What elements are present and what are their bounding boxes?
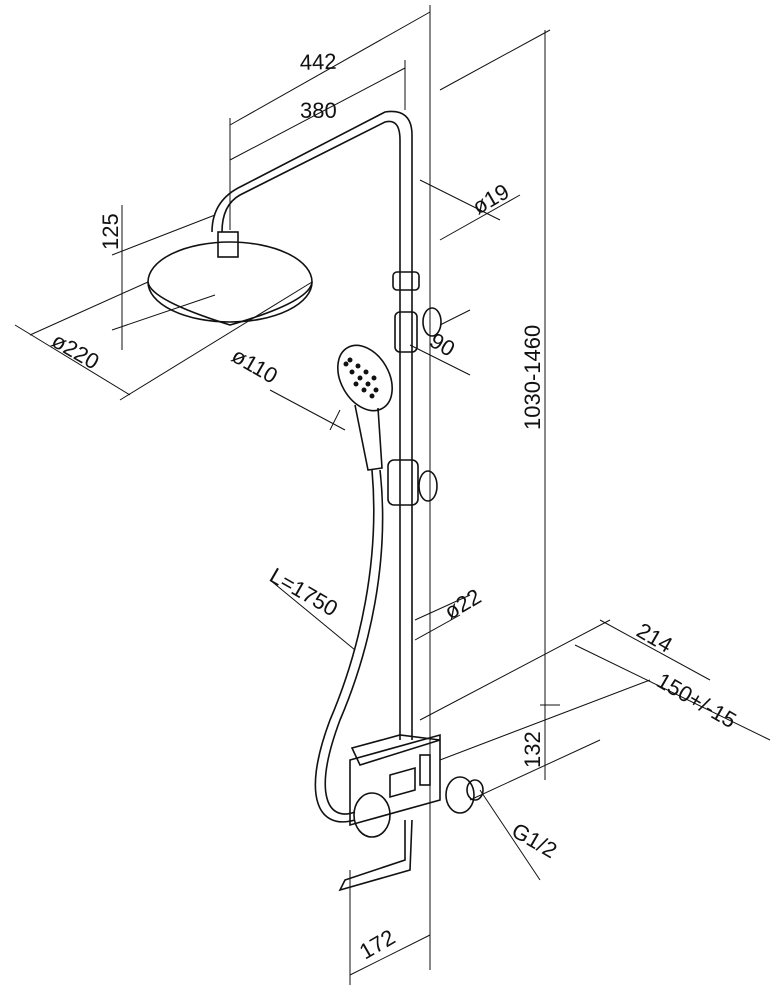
label-d19: ø19 [468, 179, 513, 220]
label-d220: ø220 [48, 328, 104, 375]
label-thread: G1/2 [508, 818, 562, 864]
hose [314, 469, 384, 823]
label-380: 380 [300, 98, 337, 123]
label-hose-length: L=1750 [266, 563, 343, 622]
mixer [338, 733, 484, 892]
label-d110: ø110 [228, 343, 283, 389]
rain-shower-head [147, 241, 313, 326]
label-d22: ø22 [440, 584, 485, 625]
label-172: 172 [355, 924, 399, 964]
label-90: 90 [426, 328, 460, 362]
label-height-range: 1030-1460 [520, 325, 545, 430]
riser-pipe [399, 135, 413, 740]
label-132: 132 [520, 731, 545, 768]
label-150: 150+/-15 [653, 668, 741, 733]
label-442: 442 [299, 49, 337, 75]
hand-shower [337, 344, 393, 471]
slide-holder [387, 271, 442, 506]
label-214: 214 [633, 618, 677, 658]
label-125: 125 [98, 213, 123, 250]
overhead-arm [211, 110, 413, 258]
dimension-lines [14, 5, 771, 985]
